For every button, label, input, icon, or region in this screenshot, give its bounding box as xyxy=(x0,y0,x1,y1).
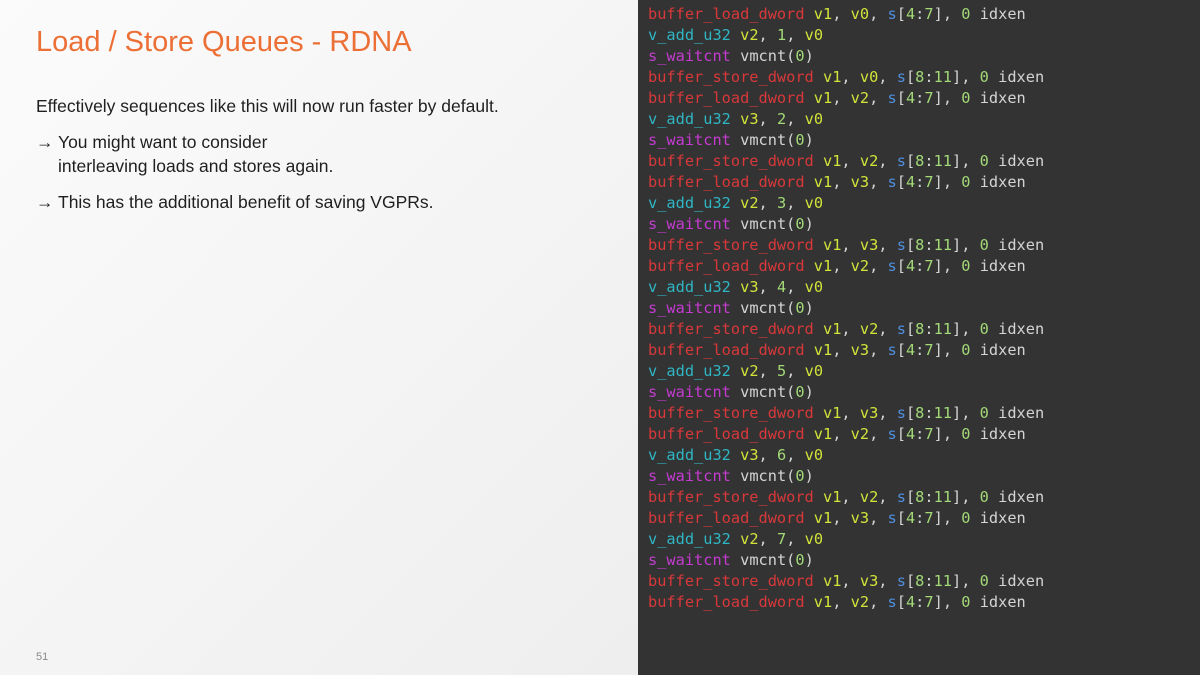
intro-text: Effectively sequences like this will now… xyxy=(36,96,499,116)
code-line: buffer_store_dword v1, v3, s[8:11], 0 id… xyxy=(648,236,1045,254)
assembly-code-listing: buffer_load_dword v1, v0, s[4:7], 0 idxe… xyxy=(648,4,1044,613)
code-line: v_add_u32 v3, 2, v0 xyxy=(648,110,824,128)
code-panel: buffer_load_dword v1, v0, s[4:7], 0 idxe… xyxy=(638,0,1200,675)
code-line: buffer_store_dword v1, v3, s[8:11], 0 id… xyxy=(648,572,1045,590)
code-line: buffer_load_dword v1, v2, s[4:7], 0 idxe… xyxy=(648,257,1026,275)
code-line: s_waitcnt vmcnt(0) xyxy=(648,383,814,401)
code-line: buffer_load_dword v1, v2, s[4:7], 0 idxe… xyxy=(648,425,1026,443)
code-line: buffer_store_dword v1, v2, s[8:11], 0 id… xyxy=(648,152,1045,170)
code-line: s_waitcnt vmcnt(0) xyxy=(648,47,814,65)
code-line: buffer_store_dword v1, v3, s[8:11], 0 id… xyxy=(648,404,1045,422)
code-line: v_add_u32 v2, 1, v0 xyxy=(648,26,824,44)
code-line: buffer_load_dword v1, v3, s[4:7], 0 idxe… xyxy=(648,509,1026,527)
code-line: s_waitcnt vmcnt(0) xyxy=(648,299,814,317)
code-line: buffer_load_dword v1, v2, s[4:7], 0 idxe… xyxy=(648,89,1026,107)
arrow-icon: → xyxy=(36,132,54,152)
code-line: s_waitcnt vmcnt(0) xyxy=(648,551,814,569)
page-number: 51 xyxy=(36,651,49,663)
slide-body: Effectively sequences like this will now… xyxy=(36,94,626,226)
code-line: v_add_u32 v2, 5, v0 xyxy=(648,362,824,380)
code-line: buffer_load_dword v1, v3, s[4:7], 0 idxe… xyxy=(648,341,1026,359)
bullet-consider-interleaving: → You might want to consider interleavin… xyxy=(36,130,626,178)
bullet-saving-vgprs: → This has the additional benefit of sav… xyxy=(36,190,626,214)
arrow-icon: → xyxy=(36,192,54,212)
bullet-line: interleaving loads and stores again. xyxy=(58,156,334,176)
bullet-text: You might want to consider interleaving … xyxy=(58,130,333,178)
bullet-text: This has the additional benefit of savin… xyxy=(58,190,434,214)
code-line: s_waitcnt vmcnt(0) xyxy=(648,131,814,149)
code-line: buffer_store_dword v1, v2, s[8:11], 0 id… xyxy=(648,488,1045,506)
bullet-line: You might want to consider xyxy=(58,132,268,152)
slide-title: Load / Store Queues - RDNA xyxy=(36,26,412,58)
text-panel: Load / Store Queues - RDNA Effectively s… xyxy=(0,0,638,675)
code-line: v_add_u32 v2, 3, v0 xyxy=(648,194,824,212)
code-line: v_add_u32 v3, 4, v0 xyxy=(648,278,824,296)
code-line: s_waitcnt vmcnt(0) xyxy=(648,467,814,485)
bullet-line: This has the additional benefit of savin… xyxy=(58,192,434,212)
code-line: v_add_u32 v3, 6, v0 xyxy=(648,446,824,464)
code-line: s_waitcnt vmcnt(0) xyxy=(648,215,814,233)
code-line: buffer_load_dword v1, v3, s[4:7], 0 idxe… xyxy=(648,173,1026,191)
code-line: buffer_load_dword v1, v2, s[4:7], 0 idxe… xyxy=(648,593,1026,611)
code-line: buffer_store_dword v1, v0, s[8:11], 0 id… xyxy=(648,68,1045,86)
code-line: buffer_store_dword v1, v2, s[8:11], 0 id… xyxy=(648,320,1045,338)
code-line: v_add_u32 v2, 7, v0 xyxy=(648,530,824,548)
code-line: buffer_load_dword v1, v0, s[4:7], 0 idxe… xyxy=(648,5,1026,23)
